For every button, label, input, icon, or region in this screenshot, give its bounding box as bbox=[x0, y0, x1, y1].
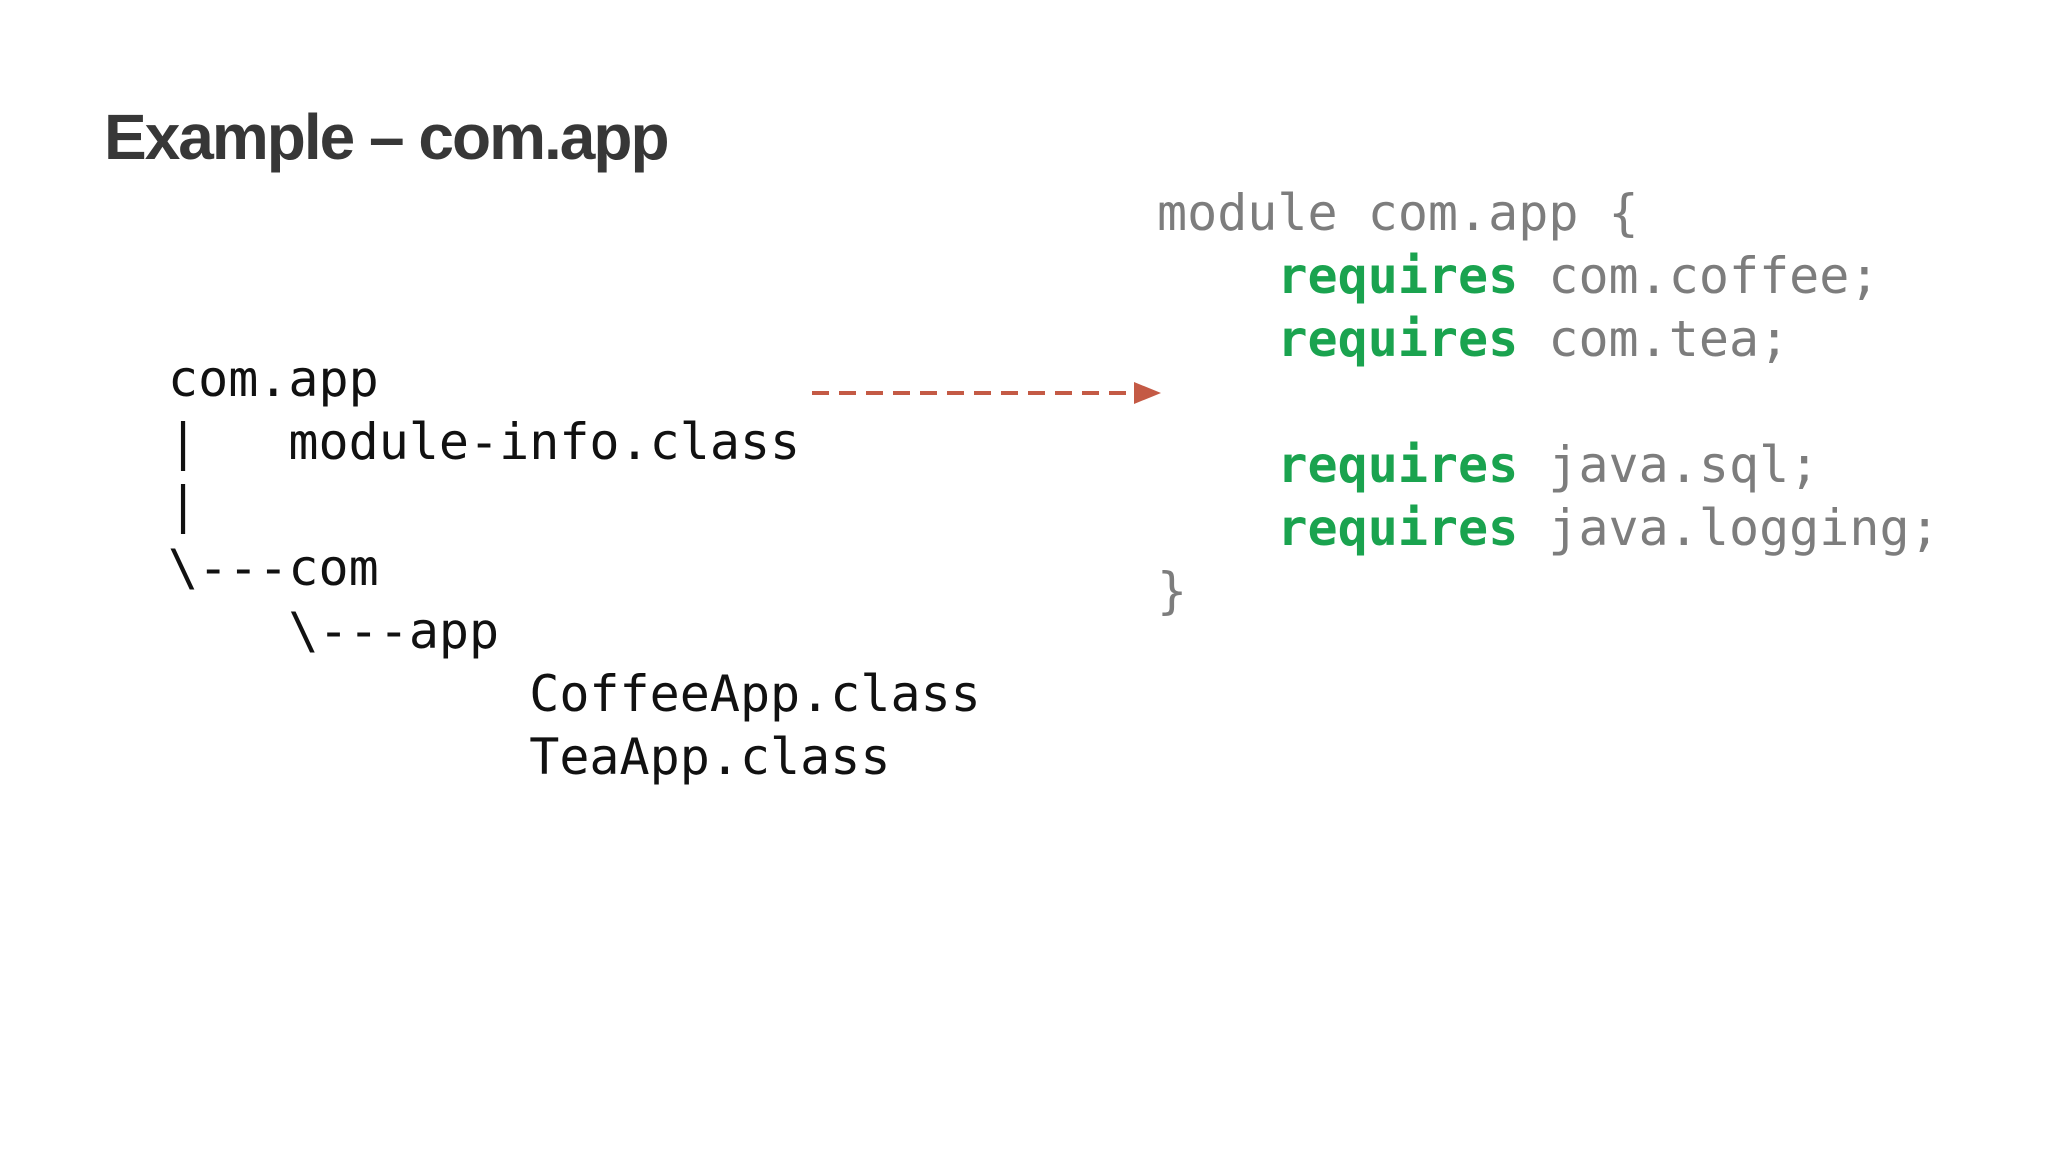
tree-line: \---com bbox=[168, 539, 379, 597]
code-text bbox=[1157, 436, 1277, 494]
code-line: requires com.coffee; bbox=[1157, 245, 1940, 308]
code-keyword: requires bbox=[1277, 247, 1519, 305]
code-text: module com.app { bbox=[1157, 184, 1639, 242]
code-text bbox=[1157, 310, 1277, 368]
tree-line: \---app bbox=[168, 602, 500, 660]
code-line: } bbox=[1157, 560, 1940, 623]
tree-line: | module-info.class bbox=[168, 413, 801, 471]
tree-line: | bbox=[168, 476, 199, 534]
code-text bbox=[1157, 499, 1277, 557]
code-keyword: requires bbox=[1277, 436, 1519, 494]
module-declaration-code: module com.app { requires com.coffee; re… bbox=[1157, 182, 1940, 623]
arrow-head-icon bbox=[1134, 382, 1161, 404]
code-keyword: requires bbox=[1277, 499, 1519, 557]
code-text: } bbox=[1157, 562, 1188, 620]
code-line: requires java.logging; bbox=[1157, 497, 1940, 560]
tree-line: TeaApp.class bbox=[168, 728, 891, 786]
code-keyword: requires bbox=[1277, 310, 1519, 368]
module-info-to-code-arrow bbox=[812, 382, 1161, 404]
code-text bbox=[1157, 247, 1277, 305]
code-text: java.sql; bbox=[1518, 436, 1820, 494]
code-text: com.coffee; bbox=[1518, 247, 1880, 305]
directory-tree: com.app| module-info.class|\---com \---a… bbox=[168, 348, 981, 789]
code-line: requires java.sql; bbox=[1157, 434, 1940, 497]
code-line: requires com.tea; bbox=[1157, 308, 1940, 371]
code-line: module com.app { bbox=[1157, 182, 1940, 245]
page-title: Example – com.app bbox=[104, 101, 670, 173]
tree-line: com.app bbox=[168, 350, 379, 408]
code-text: com.tea; bbox=[1518, 310, 1790, 368]
code-text: java.logging; bbox=[1518, 499, 1940, 557]
code-line bbox=[1157, 371, 1940, 434]
tree-line: CoffeeApp.class bbox=[168, 665, 981, 723]
